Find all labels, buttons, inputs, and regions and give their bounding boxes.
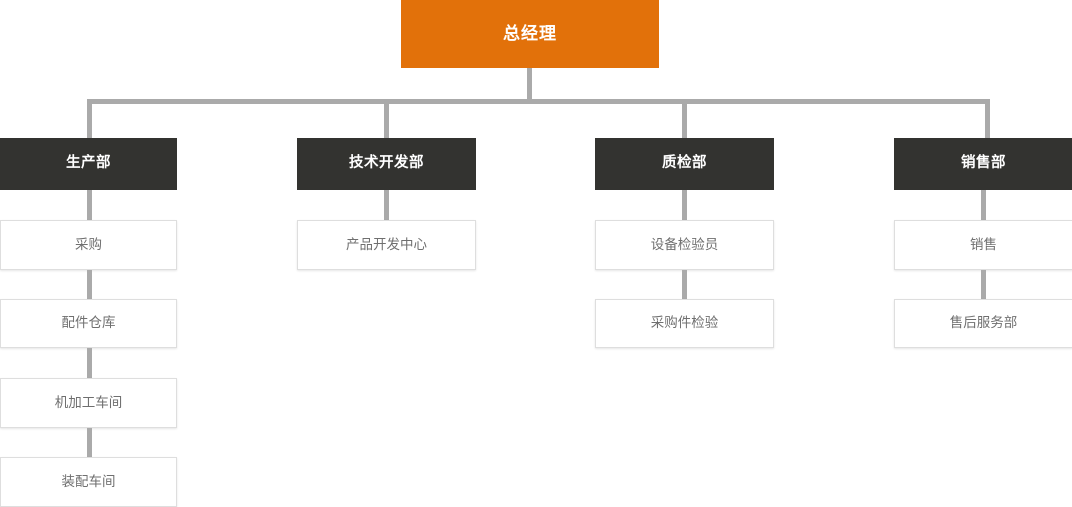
- org-node-dept-4-child-2-label: 售后服务部: [949, 315, 1018, 332]
- connector-dept-2-to-child-1: [384, 190, 389, 220]
- org-node-dept-1-child-4[interactable]: 装配车间: [0, 457, 177, 507]
- org-node-dept-1-child-3[interactable]: 机加工车间: [0, 378, 177, 428]
- org-node-dept-3-label: 质检部: [662, 155, 707, 172]
- org-node-dept-3-child-1[interactable]: 设备检验员: [595, 220, 774, 270]
- org-node-dept-3-child-1-label: 设备检验员: [650, 236, 719, 253]
- org-node-dept-4[interactable]: 销售部: [894, 138, 1072, 190]
- org-node-dept-3-child-2-label: 采购件检验: [650, 315, 719, 332]
- org-node-root[interactable]: 总经理: [401, 0, 659, 68]
- connector-dept-3-to-child-1: [682, 190, 687, 220]
- org-node-dept-4-child-1-label: 销售: [970, 236, 997, 253]
- connector-drop-dept-1: [87, 99, 92, 139]
- connector-root-stem: [527, 68, 532, 102]
- connector-drop-dept-2: [384, 99, 389, 139]
- connector-dept-1-to-child-2: [87, 270, 92, 299]
- org-node-dept-2-label: 技术开发部: [349, 155, 424, 172]
- org-node-dept-1-child-1-label: 采购: [75, 236, 102, 253]
- org-node-dept-2[interactable]: 技术开发部: [297, 138, 476, 190]
- org-node-dept-4-child-1[interactable]: 销售: [894, 220, 1072, 270]
- org-node-dept-1[interactable]: 生产部: [0, 138, 177, 190]
- connector-dept-4-to-child-2: [981, 270, 986, 299]
- connector-dept-3-to-child-2: [682, 270, 687, 299]
- org-node-dept-4-label: 销售部: [961, 155, 1006, 172]
- org-node-dept-2-child-1[interactable]: 产品开发中心: [297, 220, 476, 270]
- org-node-dept-1-child-1[interactable]: 采购: [0, 220, 177, 270]
- org-node-dept-3[interactable]: 质检部: [595, 138, 774, 190]
- org-node-dept-2-child-1-label: 产品开发中心: [346, 236, 427, 253]
- connector-dept-1-to-child-3: [87, 348, 92, 378]
- connector-drop-dept-4: [985, 99, 990, 139]
- connector-drop-dept-3: [682, 99, 687, 139]
- org-node-dept-3-child-2[interactable]: 采购件检验: [595, 299, 774, 348]
- connector-department-bus: [87, 99, 990, 104]
- org-node-dept-1-child-3-label: 机加工车间: [54, 394, 123, 411]
- org-node-dept-1-label: 生产部: [66, 155, 111, 172]
- connector-dept-1-to-child-1: [87, 190, 92, 220]
- org-node-dept-1-child-2[interactable]: 配件仓库: [0, 299, 177, 348]
- org-node-root-label: 总经理: [503, 23, 557, 44]
- connector-dept-4-to-child-1: [981, 190, 986, 220]
- org-node-dept-1-child-2-label: 配件仓库: [61, 315, 116, 332]
- org-node-dept-4-child-2[interactable]: 售后服务部: [894, 299, 1072, 348]
- connector-dept-1-to-child-4: [87, 428, 92, 457]
- org-node-dept-1-child-4-label: 装配车间: [61, 473, 116, 490]
